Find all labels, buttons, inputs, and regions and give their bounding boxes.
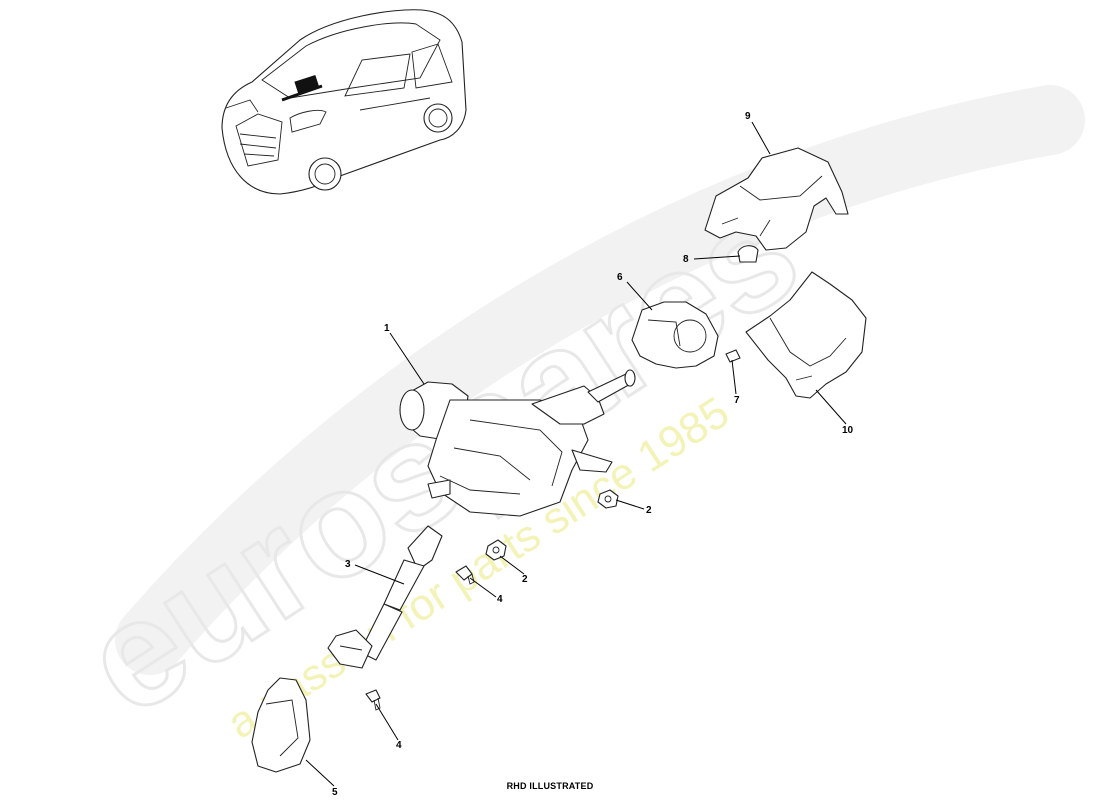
steering-column	[399, 369, 636, 517]
clip	[737, 245, 759, 263]
vehicle-thumbnail	[221, 9, 467, 195]
lower-column-cover	[745, 271, 867, 399]
callout-4-upper: 4	[497, 594, 503, 605]
bolt-lower	[365, 689, 381, 711]
callout-2-lower: 2	[522, 574, 528, 585]
callout-5: 5	[332, 787, 338, 798]
nut-lower	[485, 539, 507, 561]
ignition-lock	[631, 301, 719, 369]
nut-upper	[597, 489, 619, 509]
diagram-caption: RHD ILLUSTRATED	[506, 781, 594, 791]
intermediate-shaft	[327, 525, 443, 669]
upper-column-cover	[704, 147, 849, 251]
callout-2-upper: 2	[646, 505, 652, 516]
callout-3: 3	[345, 559, 351, 570]
callout-7: 7	[734, 395, 740, 406]
callout-10: 10	[842, 425, 854, 436]
callout-4-lower: 4	[396, 740, 402, 751]
callout-labels: 9 8 6 1 7 10 2 2 3 4 4 5	[332, 111, 854, 798]
leader-lines	[305, 121, 847, 787]
screw-small	[725, 349, 741, 363]
callout-1: 1	[384, 323, 390, 334]
column-boot	[251, 677, 311, 773]
callout-8: 8	[683, 254, 689, 265]
callout-9: 9	[745, 111, 751, 122]
bolt-upper	[455, 565, 475, 585]
callout-6: 6	[617, 272, 623, 283]
